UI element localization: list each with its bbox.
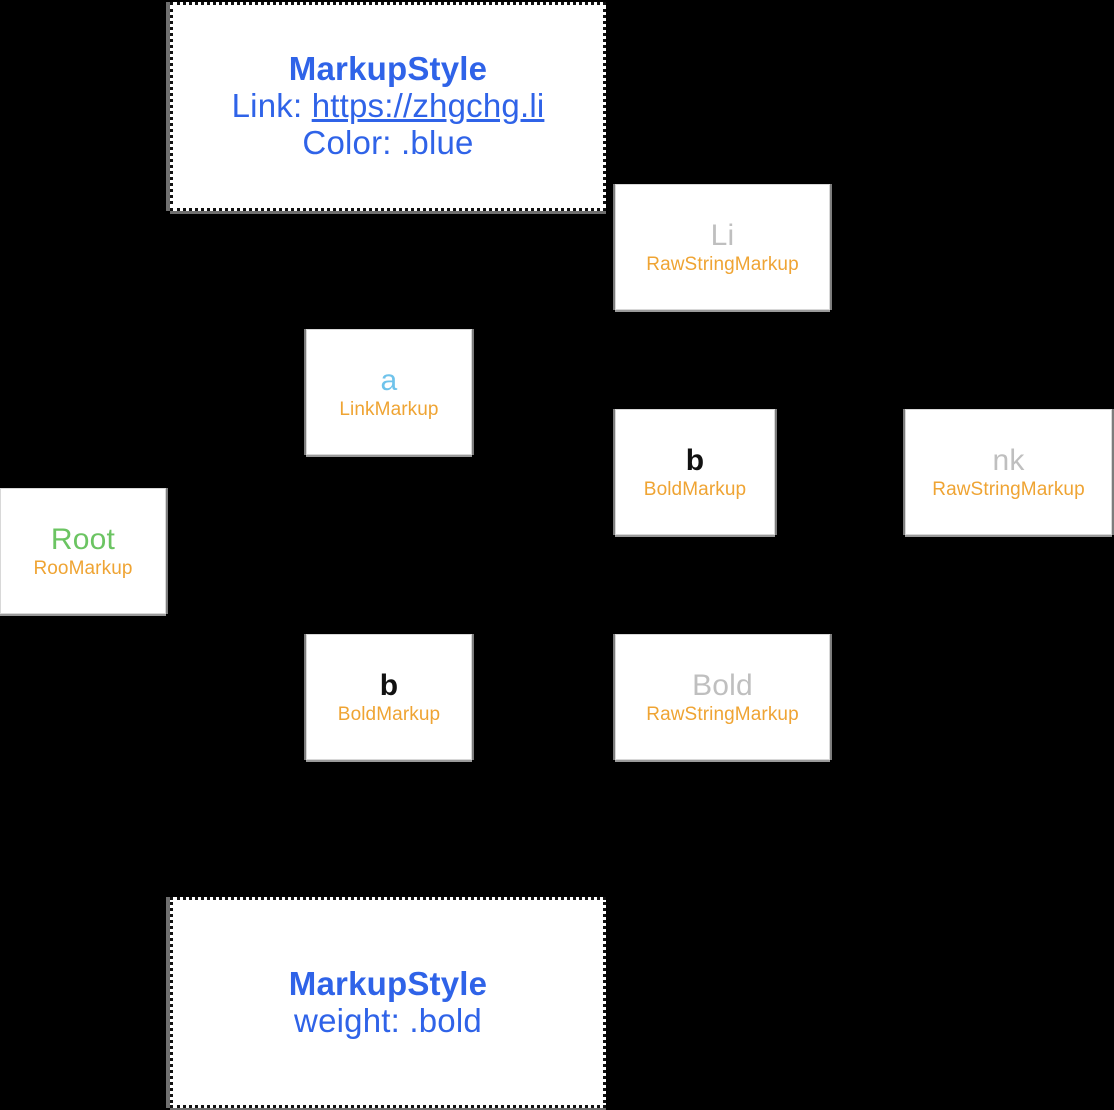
node-tag-label: b bbox=[379, 668, 399, 702]
node-tag-label: Root bbox=[50, 522, 116, 556]
node-type-label: RawStringMarkup bbox=[646, 254, 799, 276]
node-type-label: BoldMarkup bbox=[643, 479, 747, 501]
node-tag-label: nk bbox=[992, 443, 1025, 477]
node-tag-label: a bbox=[380, 363, 398, 397]
markup-style-line-label: Link: bbox=[231, 87, 312, 125]
node-type-label: BoldMarkup bbox=[337, 704, 441, 726]
node-type-label: LinkMarkup bbox=[339, 399, 439, 421]
node-tag-label: Li bbox=[710, 218, 735, 252]
markup-style-line-label: Color: .blue bbox=[302, 123, 474, 161]
node-type-label: RooMarkup bbox=[33, 558, 133, 580]
markup-style-line: Link: https://zhgchg.li bbox=[231, 87, 545, 125]
node-type-label: RawStringMarkup bbox=[646, 704, 799, 726]
markup-style-link-url[interactable]: https://zhgchg.li bbox=[311, 87, 545, 125]
markup-style-line-label: weight: .bold bbox=[294, 1001, 482, 1039]
markup-style-title: MarkupStyle bbox=[288, 964, 488, 1002]
markup-style-line: weight: .bold bbox=[289, 1001, 487, 1040]
markup-style-title: MarkupStyle bbox=[288, 50, 488, 88]
node-type-label: RawStringMarkup bbox=[932, 479, 1085, 501]
node-tag-label: b bbox=[685, 443, 705, 477]
markup-style-line: Color: .blue bbox=[232, 123, 545, 162]
node-tag-label: Bold bbox=[692, 668, 753, 702]
